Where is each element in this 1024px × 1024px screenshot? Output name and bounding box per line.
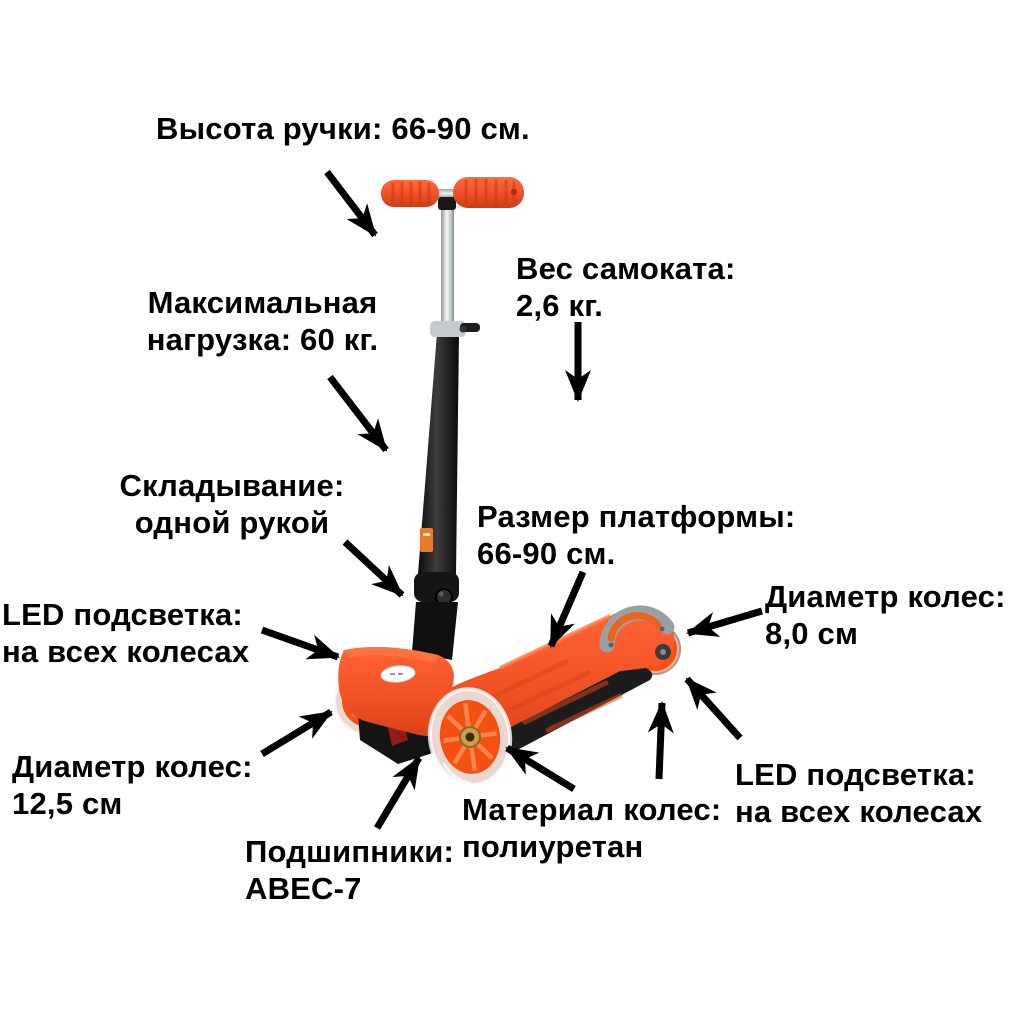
arrow-handle-height (324, 169, 378, 238)
label-line: нагрузка: 60 кг. (146, 322, 379, 357)
label-line: Диаметр колес: (12, 749, 253, 784)
label-line: полиуретан (462, 829, 644, 864)
fold-joint (412, 602, 458, 660)
arrow-led-left (260, 626, 340, 661)
label-handle-height: Высота ручки: 66-90 см. (156, 110, 530, 147)
label-line: одной рукой (134, 505, 330, 540)
label-line: 12,5 см (12, 786, 123, 821)
arrow-rear-wheel-up (647, 701, 674, 780)
arrow-bearings (373, 756, 423, 830)
stem (412, 199, 480, 660)
label-wheel-diameter-rear: Диаметр колес: 8,0 см (765, 578, 1006, 652)
label-line: на всех колесах (2, 634, 250, 669)
front-housing (338, 646, 454, 736)
left-grip (381, 180, 439, 207)
label-line: Размер платформы: (477, 499, 796, 534)
label-wheel-material: Материал колес: полиуретан (462, 791, 721, 865)
label-folding: Складывание: одной рукой (112, 467, 352, 541)
label-led-left: LED подсветка: на всех колесах (2, 596, 249, 670)
label-line: Высота ручки: 66-90 см. (156, 111, 530, 146)
right-grip (453, 177, 524, 208)
label-line: LED подсветка: (735, 757, 976, 792)
arrow-platform-size (547, 570, 587, 648)
label-line: на всех колесах (735, 794, 983, 829)
label-max-load: Максимальная нагрузка: 60 кг. (140, 284, 385, 358)
arrow-max-load (327, 374, 389, 453)
arrow-wheel-material (505, 745, 576, 792)
label-line: Складывание: (119, 468, 345, 503)
label-line: 66-90 см. (477, 536, 616, 571)
label-line: Максимальная (147, 285, 378, 320)
deck-underside (470, 668, 653, 758)
label-bearings: Подшипники: ABEC-7 (245, 833, 454, 907)
label-weight: Вес самоката: 2,6 кг. (516, 250, 736, 324)
label-line: Материал колес: (462, 792, 722, 827)
label-line: Диаметр колес: (765, 579, 1006, 614)
arrow-led-right (684, 676, 743, 741)
label-line: Подшипники: (245, 834, 454, 869)
label-platform-size: Размер платформы: 66-90 см. (477, 498, 795, 572)
stem-chrome (441, 199, 454, 329)
front-right-wheel (427, 687, 513, 787)
label-line: Вес самоката: (516, 251, 736, 286)
label-line: ABEC-7 (245, 871, 362, 906)
label-line: 2,6 кг. (516, 288, 604, 323)
arrow-wheel-diameter-rear (686, 607, 763, 637)
deck-texture (483, 659, 623, 733)
height-clamp (430, 321, 466, 337)
label-led-right: LED подсветка: на всех колесах (735, 756, 982, 830)
rear-brake (599, 605, 675, 653)
label-line: 8,0 см (765, 616, 859, 651)
label-wheel-diameter-front: Диаметр колес: 12,5 см (12, 748, 253, 822)
handlebar (381, 177, 524, 210)
arrow-folding (342, 539, 405, 598)
arrow-wheel-diameter-front (260, 709, 333, 757)
label-line: LED подсветка: (2, 597, 243, 632)
